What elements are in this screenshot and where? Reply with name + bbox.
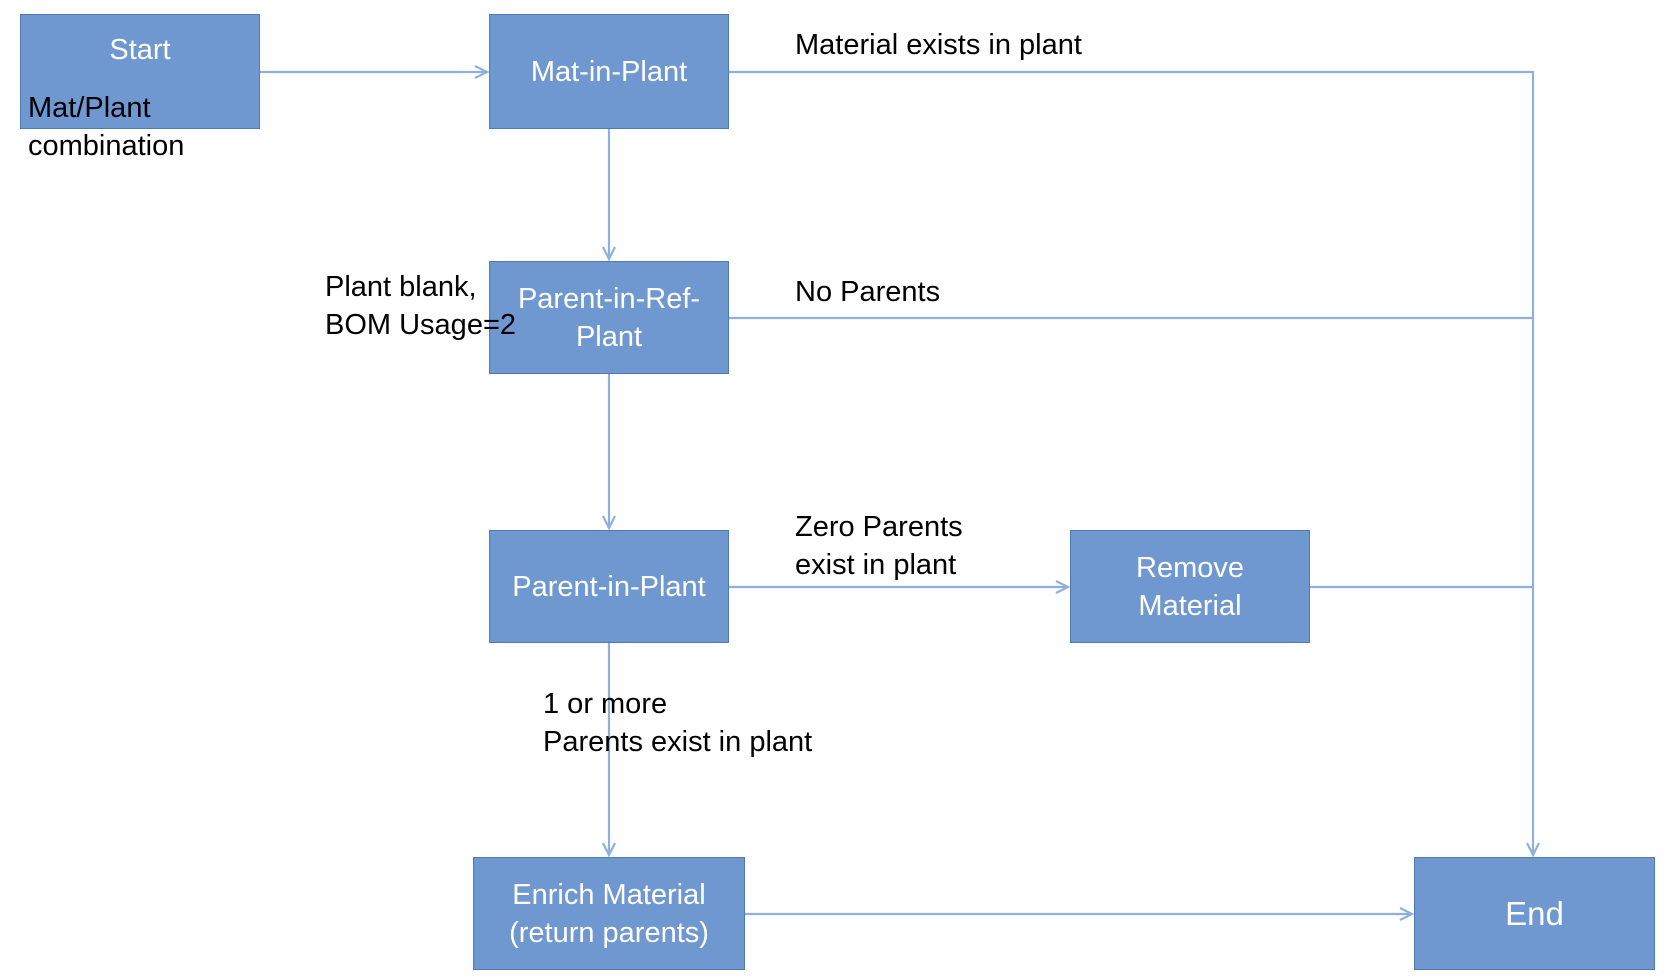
node-remove-material: Remove Material (1070, 530, 1310, 643)
node-end-label: End (1505, 894, 1564, 932)
node-parent-in-ref-plant-label-line-2: Plant (575, 320, 643, 353)
node-parent-in-plant-label: Parent-in-Plant (512, 570, 706, 603)
edge-parent-in-plant-to-remove-material (729, 580, 1071, 594)
node-parent-in-ref-plant: Parent-in-Ref- Plant (489, 261, 729, 374)
label-no-parents-line-1: No Parents (795, 276, 941, 308)
node-start-label: Start (109, 34, 171, 66)
node-start: Start (20, 14, 260, 129)
label-ref-plant-note: Plant blank, BOM Usage=2 (325, 268, 516, 344)
label-start-note-line-1: Mat/Plant (28, 92, 151, 124)
label-zero-parents: Zero Parents exist in plant (795, 508, 963, 584)
label-no-parents: No Parents (795, 273, 940, 311)
node-parent-in-ref-plant-label-line-1: Parent-in-Ref- (517, 282, 701, 315)
label-start-note: Mat/Plant combination (28, 89, 184, 165)
label-ref-plant-note-line-1: Plant blank, (325, 271, 477, 303)
node-mat-in-plant-label: Mat-in-Plant (530, 55, 688, 88)
node-mat-in-plant: Mat-in-Plant (489, 14, 729, 129)
edge-enrich-material-to-end (745, 907, 1415, 921)
edge-mat-in-plant-to-parent-in-ref-plant (602, 129, 616, 262)
node-enrich-material-label-line-1: Enrich Material (512, 878, 706, 911)
node-enrich-material-label-line-2: (return parents) (509, 916, 709, 949)
label-one-or-more-parents: 1 or more Parents exist in plant (543, 685, 812, 761)
label-material-exists-line-1: Material exists in plant (795, 29, 1082, 61)
edge-start-to-mat-in-plant (260, 65, 490, 79)
node-enrich-material: Enrich Material (return parents) (473, 857, 745, 970)
label-ref-plant-note-line-2: BOM Usage=2 (325, 309, 517, 341)
edge-mat-in-plant-to-end (729, 70, 1540, 858)
label-one-or-more-line-2: Parents exist in plant (543, 726, 813, 758)
label-zero-parents-line-2: exist in plant (795, 549, 957, 581)
node-remove-material-label-line-2: Material (1138, 589, 1242, 622)
label-one-or-more-line-1: 1 or more (543, 688, 668, 720)
edge-parent-in-plant-to-enrich-material (602, 643, 616, 858)
label-material-exists-in-plant: Material exists in plant (795, 26, 1082, 64)
node-remove-material-label-line-1: Remove (1136, 551, 1244, 584)
edge-parent-in-ref-plant-to-parent-in-plant (602, 374, 616, 531)
node-parent-in-plant: Parent-in-Plant (489, 530, 729, 643)
label-start-note-line-2: combination (28, 130, 185, 162)
node-end: End (1414, 857, 1655, 970)
label-zero-parents-line-1: Zero Parents (795, 511, 963, 543)
